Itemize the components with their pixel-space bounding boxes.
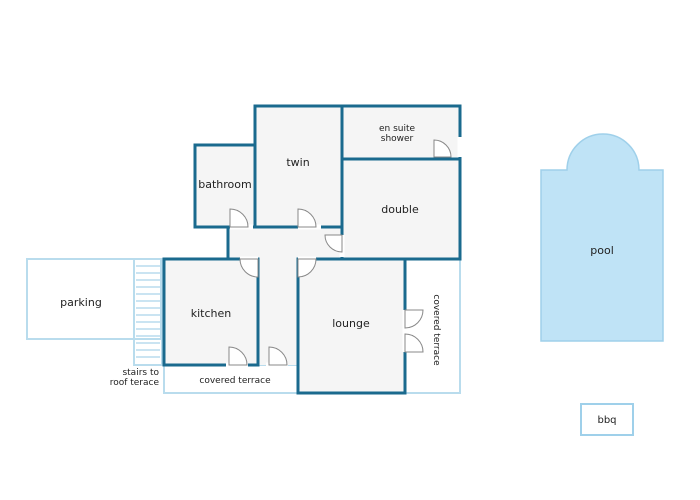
- bathroom-label: bathroom: [198, 178, 251, 191]
- double-label: double: [381, 203, 419, 216]
- stairs-label-line2: roof terace: [110, 378, 160, 388]
- hall-exterior-door: [268, 346, 288, 366]
- room-fills: [164, 106, 460, 393]
- shower-label: shower: [381, 134, 414, 144]
- pool: [540, 133, 664, 342]
- twin-label: twin: [286, 156, 309, 169]
- twin-door: [297, 208, 317, 228]
- kitchen-exterior-door: [228, 346, 248, 366]
- kitchen-hall-door: [239, 258, 259, 278]
- bathroom-door: [229, 208, 249, 228]
- parking-label: parking: [60, 296, 102, 309]
- covered-terrace-bottom-label: covered terrace: [199, 376, 271, 386]
- lounge-label: lounge: [332, 317, 370, 330]
- door-swings: [228, 139, 452, 366]
- en-suite-door: [433, 139, 452, 158]
- en-suite-label: en suite: [379, 124, 416, 134]
- stairs-steps: [136, 265, 160, 358]
- stairs-label-line1: stairs to: [122, 368, 159, 378]
- double-door: [324, 234, 343, 253]
- stairs-area: [133, 258, 163, 366]
- lounge-terrace-door-upper: [404, 309, 424, 329]
- lounge-terrace-door-lower: [404, 333, 424, 353]
- bbq-label: bbq: [597, 415, 616, 426]
- kitchen-label: kitchen: [191, 307, 232, 320]
- bbq-box: [580, 403, 634, 436]
- lounge-hall-door: [297, 258, 317, 278]
- pool-label: pool: [590, 244, 614, 257]
- covered-terrace-side-label: covered terrace: [431, 294, 441, 366]
